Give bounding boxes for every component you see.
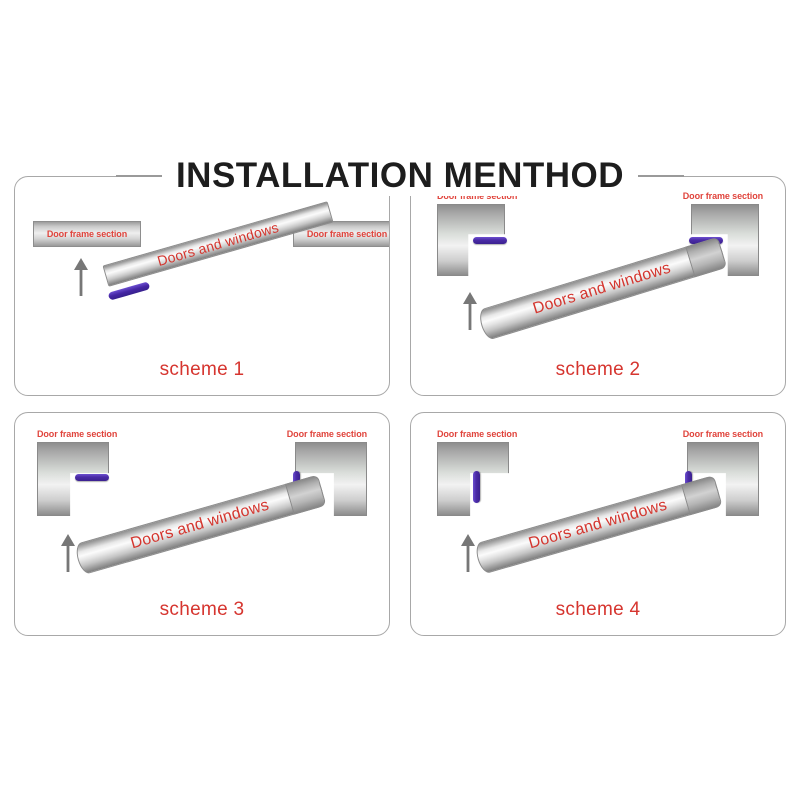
panel-scheme-4: Door frame section Door frame section Do…: [410, 412, 786, 636]
left-door-frame-label: Door frame section: [37, 429, 118, 439]
arrow-up-icon: [459, 531, 477, 573]
scheme-label: scheme 3: [159, 599, 245, 620]
left-seal-strip: [75, 474, 109, 481]
diagram-scheme-1: Door frame section Door frame section Do…: [15, 177, 389, 395]
arrow-up-icon: [461, 289, 479, 331]
panel-scheme-1: Door frame section Door frame section Do…: [14, 176, 390, 396]
doors-and-windows-bar: Doors and windows: [476, 236, 728, 342]
right-door-frame-label: Door frame section: [682, 429, 763, 439]
scheme-label: scheme 4: [555, 599, 641, 620]
doors-and-windows-label: Doors and windows: [526, 496, 669, 553]
panel-scheme-2: Door frame section Door frame section Do…: [410, 176, 786, 396]
left-door-frame-label: Door frame section: [437, 191, 518, 201]
doors-and-windows-bar: Doors and windows: [73, 474, 327, 576]
doors-and-windows-label: Doors and windows: [128, 496, 271, 553]
scheme-label: scheme 1: [159, 359, 245, 380]
arrow-up-icon: [59, 531, 77, 573]
panel-scheme-3: Door frame section Door frame section Do…: [14, 412, 390, 636]
left-door-frame-bar: Door frame section: [33, 221, 141, 247]
right-door-frame-label: Door frame section: [306, 229, 388, 239]
diagram-scheme-4: Door frame section Door frame section Do…: [411, 413, 785, 635]
scheme-label: scheme 2: [555, 359, 641, 380]
diagram-scheme-3: Door frame section Door frame section Do…: [15, 413, 389, 635]
doors-and-windows-label: Doors and windows: [530, 259, 673, 318]
right-door-frame-label: Door frame section: [286, 429, 367, 439]
arrow-up-icon: [72, 255, 90, 297]
doors-and-windows-bar: Doors and windows: [473, 475, 723, 575]
left-seal-strip: [473, 237, 507, 244]
scheme-grid: Door frame section Door frame section Do…: [14, 176, 786, 636]
left-door-frame-label: Door frame section: [46, 229, 128, 239]
diagram-scheme-2: Door frame section Door frame section Do…: [411, 177, 785, 395]
left-door-frame-label: Door frame section: [437, 429, 518, 439]
left-seal-strip: [473, 471, 480, 503]
right-door-frame-label: Door frame section: [682, 191, 763, 201]
